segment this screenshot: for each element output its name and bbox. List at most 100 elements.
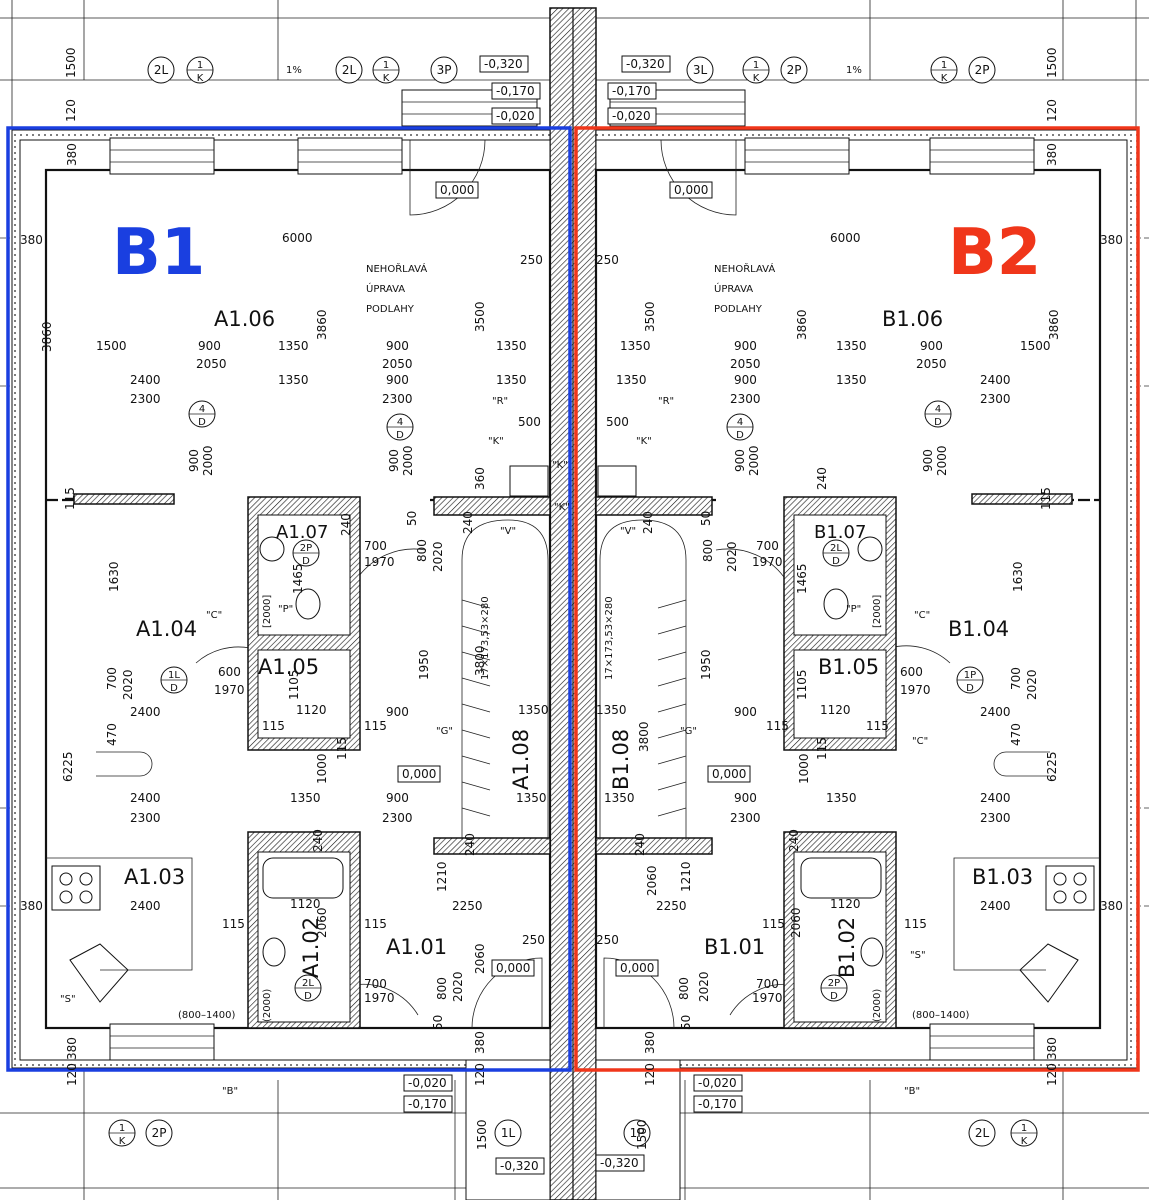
dim-d1465-l: 1465 <box>291 563 305 594</box>
dim-d900-r7: 900 <box>734 791 757 805</box>
callout-2l-br: 2L <box>975 1126 990 1140</box>
dim-d1350-l6: 1350 <box>290 791 321 805</box>
dim-d115-r4: 115 <box>815 737 829 760</box>
dim-d380-r3: 380 <box>1100 899 1123 913</box>
dim-d120-tl: 120 <box>64 99 78 122</box>
dim-d2000-l2: 2000 <box>401 445 415 476</box>
dim-d900-l2: 900 <box>386 339 409 353</box>
dim-d2060-r2: 2060 <box>789 907 803 938</box>
dim-d240-r3: 240 <box>633 833 647 856</box>
dim-d2050-r2: 2050 <box>916 357 947 371</box>
dim-d1500-r: 1500 <box>1020 339 1051 353</box>
dim-d3500-l: 3500 <box>473 301 487 332</box>
callout-2l-tl2-circle <box>335 56 363 84</box>
dim-d700-l1: 700 <box>364 539 387 553</box>
dim-d1120-r1: 1120 <box>820 703 851 717</box>
dim-d6225-r: 6225 <box>1045 751 1059 782</box>
dim-d1500-bl: 1500 <box>475 1119 489 1150</box>
dim-d1350-l4: 1350 <box>496 373 527 387</box>
dim-d380-l: 380 <box>20 233 43 247</box>
callout-1p-b: 1P <box>630 1126 645 1140</box>
note-podlahy-r: PODLAHY <box>714 304 763 315</box>
note-v-l: "V" <box>500 526 516 537</box>
dim-d1950-r: 1950 <box>699 649 713 680</box>
stair-tread <box>461 729 491 739</box>
level-m0170-bl: -0,170 <box>408 1097 447 1111</box>
dim-d240-l4: 240 <box>463 833 477 856</box>
stair-tread <box>461 781 491 791</box>
note-p-l: "P" <box>278 604 293 615</box>
room-b103: B1.03 <box>972 865 1033 889</box>
callout-4d-4-top: 4 <box>935 404 941 415</box>
note-c-r: "C" <box>914 610 930 621</box>
note-k3-l: "K" <box>554 502 570 513</box>
dim-d120-br: 120 <box>1045 1063 1059 1086</box>
level-m0170-br-box <box>693 1095 743 1113</box>
dim-d2300-r1: 2300 <box>980 392 1011 406</box>
callout-1l-b: 1L <box>501 1126 516 1140</box>
stair-tread <box>657 755 687 765</box>
dim-d1350-l5: 1350 <box>518 703 549 717</box>
level-m0170-tl: -0,170 <box>496 84 535 98</box>
room-b101: B1.01 <box>704 935 765 959</box>
room-a106: A1.06 <box>214 307 275 331</box>
note-nehorlava-l: NEHOŘLAVÁ <box>366 262 427 275</box>
room-b107: B1.07 <box>814 522 866 543</box>
dim-d6000-l: 6000 <box>282 231 313 245</box>
dim-d240-l2: 240 <box>461 511 475 534</box>
dim-d2400-l3: 2400 <box>130 791 161 805</box>
note-2000-d: (2000) <box>872 989 883 1022</box>
callout-2l-d2-top: 2L <box>302 978 314 989</box>
note-s-l: "S" <box>60 994 76 1005</box>
dim-d1210-r: 1210 <box>679 861 693 892</box>
dim-d700-r2: 700 <box>1009 667 1023 690</box>
dim-d2000-r1: 2000 <box>747 445 761 476</box>
dim-d800-r2: 800 <box>677 977 691 1000</box>
level-m0020-tr: -0,020 <box>612 109 651 123</box>
dim-d2300-r4: 2300 <box>730 811 761 825</box>
callout-1l-b-circle <box>494 1119 522 1147</box>
dim-d1350-r5: 1350 <box>596 703 627 717</box>
dim-d2250-r: 2250 <box>656 899 687 913</box>
unit-b1-outline <box>6 126 572 1072</box>
dim-d2300-l3: 2300 <box>130 811 161 825</box>
room-b104: B1.04 <box>948 617 1009 641</box>
dim-d900-r3: 900 <box>734 373 757 387</box>
dim-d1120-l1: 1120 <box>296 703 327 717</box>
callout-1l-d-bottom: D <box>170 683 178 694</box>
dim-d1120-l2: 1120 <box>290 897 321 911</box>
dim-d470-r: 470 <box>1009 723 1023 746</box>
dim-d3800-r: 3800 <box>637 721 651 752</box>
callout-2p-tr2: 2P <box>975 63 990 77</box>
callout-1k-br-bottom: K <box>1021 1136 1028 1147</box>
dim-d900-l1: 900 <box>198 339 221 353</box>
dim-d3860-r2: 3860 <box>1047 309 1061 340</box>
dim-d1350-r3: 1350 <box>616 373 647 387</box>
dim-d1105-r: 1105 <box>795 669 809 700</box>
note-c-l: "C" <box>206 610 222 621</box>
level-z-r-mid-box <box>707 765 751 783</box>
stair-tread <box>461 651 491 661</box>
dim-d900-l5: 900 <box>387 449 401 472</box>
dim-d3860-r: 3860 <box>795 309 809 340</box>
dim-d2060-r1: 2060 <box>645 865 659 896</box>
dim-d800-r1: 800 <box>701 539 715 562</box>
dim-d2400-l2: 2400 <box>130 705 161 719</box>
dim-d2400-r1: 2400 <box>980 373 1011 387</box>
dim-d250-l: 250 <box>520 253 543 267</box>
dim-d240-l3: 240 <box>311 829 325 852</box>
callout-1p-d-top: 1P <box>964 670 976 681</box>
callout-1k-tl2-bottom: K <box>383 73 390 84</box>
callout-1k-tr-top: 1 <box>753 60 759 71</box>
dim-d3500-r: 3500 <box>643 301 657 332</box>
callout-2l-tl2: 2L <box>342 63 357 77</box>
dim-d700-r3: 700 <box>756 977 779 991</box>
dim-d115-l2: 115 <box>262 719 285 733</box>
dim-d380-tl: 380 <box>65 143 79 166</box>
stair-tread <box>657 807 687 817</box>
stair-tread <box>461 625 491 635</box>
dim-d1120-r2: 1120 <box>830 897 861 911</box>
level-z-l-bot: 0,000 <box>496 961 530 975</box>
dim-d1350-l7: 1350 <box>516 791 547 805</box>
